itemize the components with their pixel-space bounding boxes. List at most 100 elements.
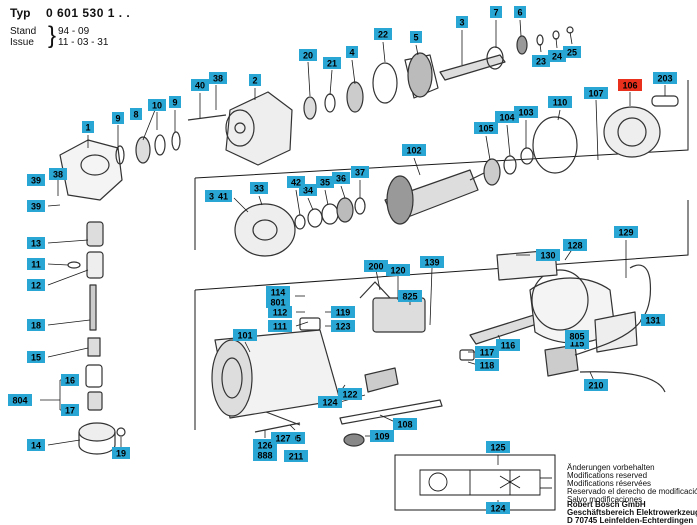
callout-122: 122 bbox=[338, 388, 362, 400]
callout-11: 11 bbox=[27, 258, 45, 270]
callout-106: 106 bbox=[618, 79, 642, 91]
callout-box bbox=[346, 46, 358, 58]
callout-number: 116 bbox=[501, 341, 516, 351]
callout-box bbox=[112, 447, 130, 459]
callout-box bbox=[351, 166, 369, 178]
callout-39: 39 bbox=[27, 200, 45, 212]
callout-box bbox=[496, 339, 520, 351]
callout-801: 801 bbox=[266, 296, 290, 308]
callout-number: 104 bbox=[499, 113, 514, 123]
callout-111: 111 bbox=[268, 320, 292, 332]
callout-12: 12 bbox=[27, 279, 45, 291]
callout-3: 3 bbox=[456, 16, 468, 28]
callout-box bbox=[287, 176, 305, 188]
callout-number: 210 bbox=[588, 381, 603, 391]
callout-123: 123 bbox=[331, 320, 355, 332]
callout-4: 4 bbox=[346, 46, 358, 58]
callout-108: 108 bbox=[393, 418, 417, 430]
callout-box bbox=[565, 330, 589, 342]
callout-number: 124 bbox=[490, 504, 505, 514]
callout-box bbox=[27, 200, 45, 212]
callout-5: 5 bbox=[410, 31, 422, 43]
callout-number: 23 bbox=[536, 57, 546, 67]
callout-box bbox=[271, 432, 295, 444]
callout-box bbox=[364, 260, 388, 272]
callout-box bbox=[641, 314, 665, 326]
type-label: Typ bbox=[10, 6, 31, 20]
issue-date: 11 - 03 - 31 bbox=[58, 37, 109, 48]
callout-box bbox=[299, 49, 317, 61]
callout-box bbox=[490, 6, 502, 18]
callout-number: 20 bbox=[303, 51, 313, 61]
callout-number: 21 bbox=[327, 59, 337, 69]
callout-box bbox=[112, 112, 124, 124]
callout-box bbox=[386, 264, 410, 276]
callout-200: 200 bbox=[364, 260, 388, 272]
callout-22: 22 bbox=[374, 28, 392, 40]
callout-number: 37 bbox=[355, 168, 365, 178]
callout-888: 888 bbox=[253, 449, 277, 461]
callout-number: 13 bbox=[31, 239, 41, 249]
callout-number: 801 bbox=[270, 298, 285, 308]
callout-box bbox=[27, 439, 45, 451]
callout-box bbox=[250, 182, 268, 194]
callout-number: 35 bbox=[320, 178, 330, 188]
footer-address: D 70745 Leinfelden-Echterdingen bbox=[567, 516, 694, 525]
callout-box bbox=[370, 430, 394, 442]
callout-box bbox=[548, 96, 572, 108]
callout-805: 805 bbox=[565, 330, 589, 342]
callout-box bbox=[27, 319, 45, 331]
callout-number: 103 bbox=[518, 108, 533, 118]
callout-box bbox=[249, 74, 261, 86]
footer-line-1: Änderungen vorbehalten bbox=[567, 463, 655, 472]
callout-number: 9 bbox=[172, 98, 177, 108]
callout-116: 116 bbox=[496, 339, 520, 351]
callout-box bbox=[130, 108, 142, 120]
callout-number: 101 bbox=[237, 331, 252, 341]
callout-box bbox=[284, 450, 308, 462]
callout-number: 19 bbox=[116, 449, 126, 459]
callout-101: 101 bbox=[233, 329, 257, 341]
callout-box bbox=[614, 226, 638, 238]
callout-number: 10 bbox=[152, 101, 162, 111]
callout-number: 120 bbox=[390, 266, 405, 276]
callout-114: 114 bbox=[266, 286, 290, 298]
callout-25: 25 bbox=[563, 46, 581, 58]
callout-number: 9 bbox=[115, 114, 120, 124]
callout-box bbox=[323, 57, 341, 69]
callout-box bbox=[27, 351, 45, 363]
callout-38: 38 bbox=[49, 168, 67, 180]
stand-label: Stand bbox=[10, 26, 37, 37]
callout-203: 203 bbox=[653, 72, 677, 84]
callout-18: 18 bbox=[27, 319, 45, 331]
callout-box bbox=[514, 106, 538, 118]
callout-number: 33 bbox=[254, 184, 264, 194]
callout-number: 123 bbox=[335, 322, 350, 332]
callout-number: 34 bbox=[303, 186, 313, 196]
callout-box bbox=[495, 111, 519, 123]
callout-number: 17 bbox=[65, 406, 75, 416]
callout-number: 36 bbox=[336, 174, 346, 184]
callout-number: 1 bbox=[85, 123, 90, 133]
callout-box bbox=[27, 237, 45, 249]
callout-number: 105 bbox=[478, 124, 493, 134]
callout-number: 203 bbox=[657, 74, 672, 84]
callout-box bbox=[49, 168, 67, 180]
callout-8: 8 bbox=[130, 108, 142, 120]
callout-number: 8 bbox=[133, 110, 138, 120]
callout-box bbox=[393, 418, 417, 430]
callout-box bbox=[318, 396, 342, 408]
callout-number: 109 bbox=[374, 432, 389, 442]
callout-number: 39 bbox=[31, 176, 41, 186]
callout-number: 124 bbox=[322, 398, 337, 408]
callout-box bbox=[584, 87, 608, 99]
callout-number: 200 bbox=[368, 262, 383, 272]
callout-35: 35 bbox=[316, 176, 334, 188]
callout-40: 40 bbox=[191, 79, 209, 91]
callout-box bbox=[456, 16, 468, 28]
callout-9: 9 bbox=[112, 112, 124, 124]
callout-38: 38 bbox=[209, 72, 227, 84]
callout-box bbox=[191, 79, 209, 91]
callout-number: 24 bbox=[552, 52, 562, 62]
